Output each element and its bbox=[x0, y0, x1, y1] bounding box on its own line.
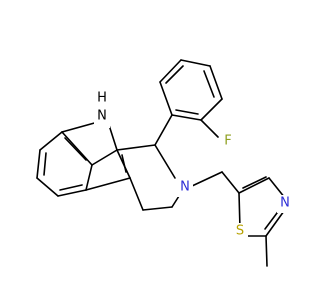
nh-nitrogen-label: N bbox=[97, 109, 107, 124]
thiazole-nitrogen-label: N bbox=[280, 196, 290, 211]
bond bbox=[268, 177, 286, 199]
bond bbox=[116, 144, 156, 151]
bond bbox=[64, 137, 87, 161]
nh-hydrogen-label: H bbox=[97, 91, 107, 106]
bond bbox=[175, 109, 199, 115]
bond bbox=[203, 70, 215, 98]
bond bbox=[180, 59, 211, 67]
bond bbox=[91, 149, 118, 166]
bond bbox=[43, 152, 47, 176]
bond bbox=[85, 177, 131, 191]
bond bbox=[142, 206, 173, 211]
bond bbox=[165, 65, 184, 84]
bond bbox=[85, 164, 93, 191]
bond bbox=[265, 235, 268, 267]
ring-nitrogen-label: N bbox=[180, 180, 190, 195]
atom-background bbox=[233, 223, 248, 241]
bond bbox=[39, 131, 63, 151]
bond bbox=[191, 171, 223, 187]
bond bbox=[154, 114, 173, 146]
bond bbox=[200, 98, 223, 121]
atom-background bbox=[221, 133, 236, 151]
bond bbox=[57, 189, 87, 197]
bond bbox=[129, 177, 144, 211]
bond bbox=[171, 195, 180, 208]
bond bbox=[159, 81, 173, 116]
molecule-structure: F H N N N S bbox=[36, 59, 293, 267]
bond bbox=[36, 177, 59, 197]
bond bbox=[221, 171, 240, 194]
bond bbox=[121, 154, 127, 173]
atom-background bbox=[94, 88, 110, 128]
bond bbox=[171, 114, 202, 121]
bond bbox=[61, 131, 93, 166]
atom-background bbox=[277, 195, 293, 213]
bond bbox=[209, 65, 223, 100]
bond bbox=[61, 121, 99, 133]
bond bbox=[265, 210, 285, 237]
sulfur-atom-label: S bbox=[236, 224, 244, 239]
bond bbox=[238, 177, 270, 194]
bond bbox=[36, 149, 41, 179]
bond bbox=[154, 144, 176, 179]
bond bbox=[159, 59, 182, 83]
bonds bbox=[36, 59, 286, 267]
fluorine-atom-label: F bbox=[224, 134, 231, 149]
molecule-structure-canvas: F H N N N S bbox=[36, 59, 293, 267]
bond bbox=[200, 119, 219, 138]
atom-background bbox=[177, 179, 193, 197]
atoms: F H N N N S bbox=[94, 88, 293, 241]
bond bbox=[242, 176, 267, 189]
bond bbox=[59, 184, 83, 191]
